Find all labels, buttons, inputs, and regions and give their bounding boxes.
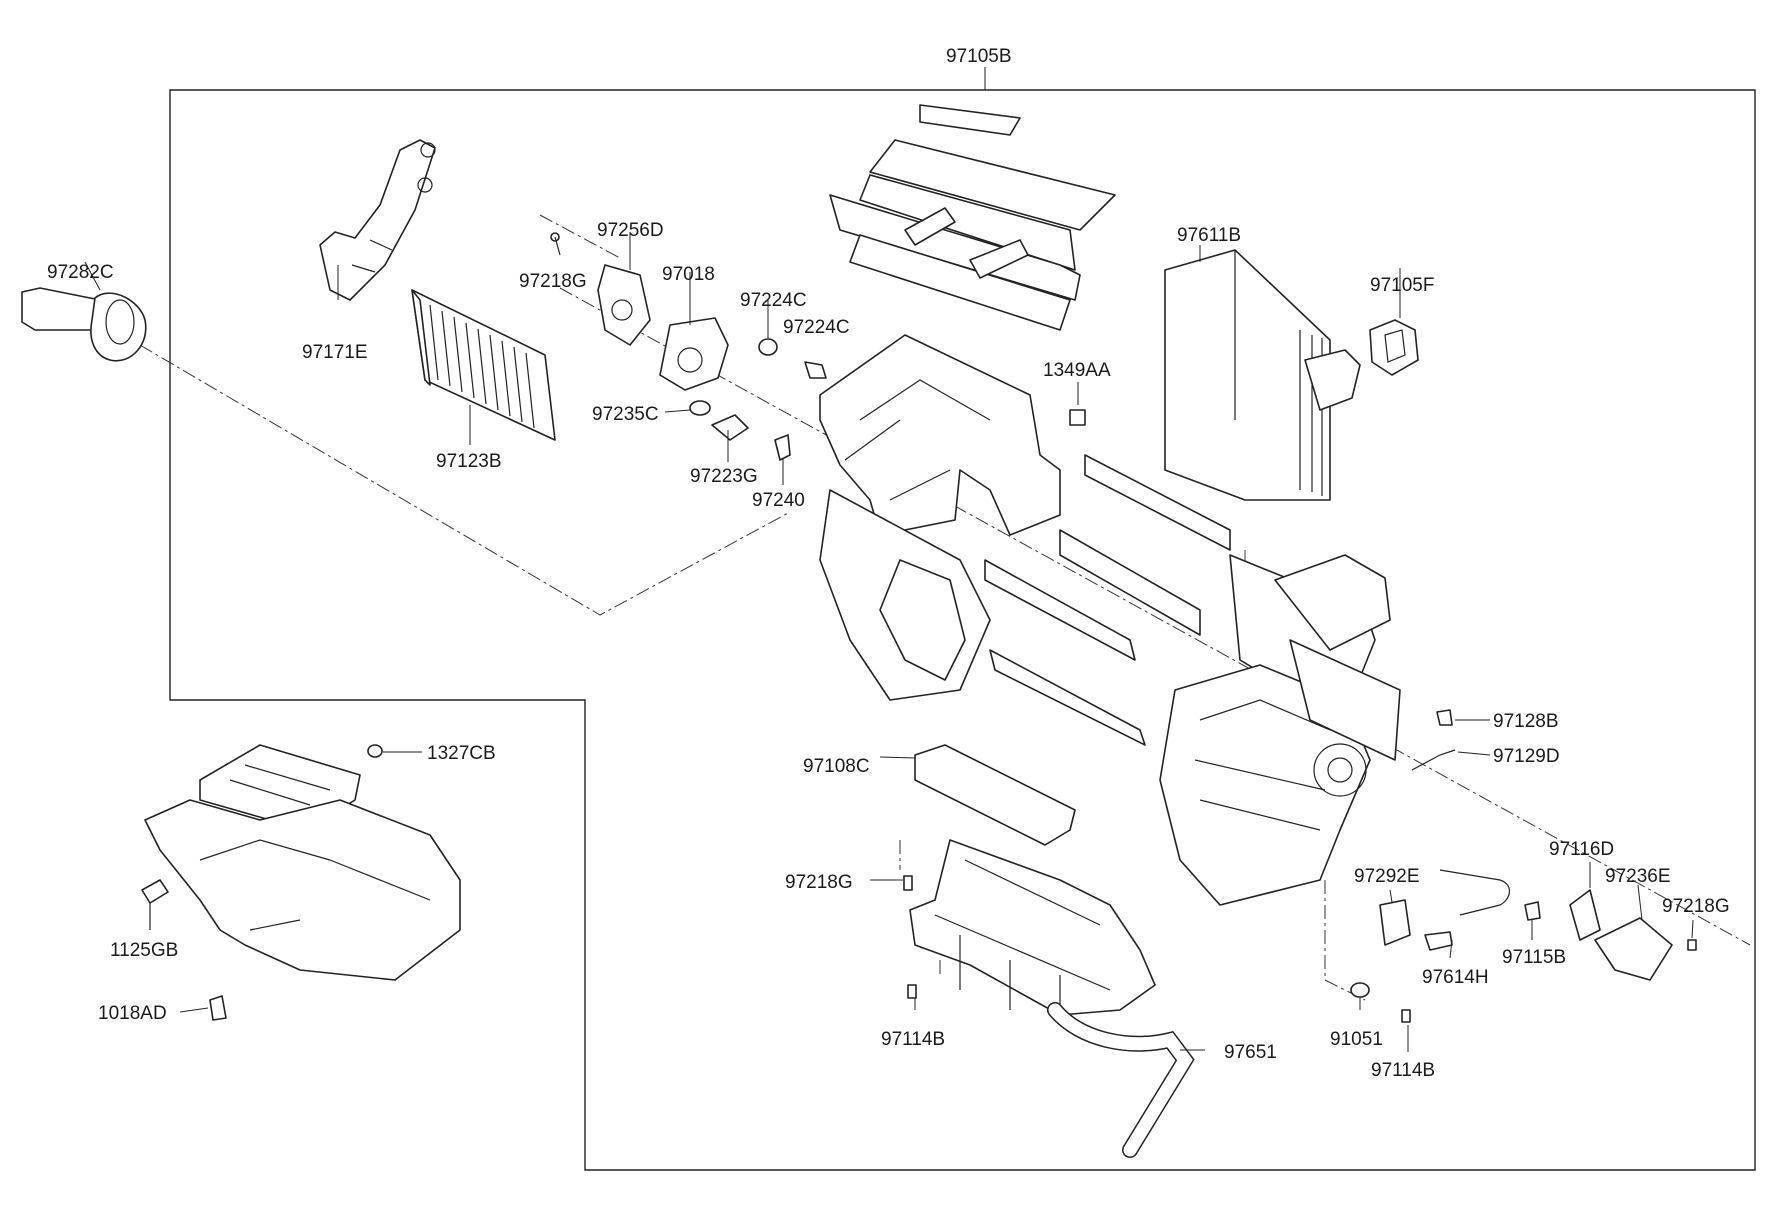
part-97651 [1047,1002,1205,1158]
assembly-frame [169,89,1756,1171]
axis-line [539,214,621,259]
part-97236e [1594,884,1673,981]
label-1349aa: 1349AA [1043,360,1111,381]
part-97614h [1424,869,1510,959]
label-97235c: 97235C [592,404,659,425]
label-97105f: 97105F [1370,275,1434,296]
label-91051: 91051 [1330,1029,1383,1050]
label-97218g-mid: 97218G [785,872,853,893]
label-97224c-a: 97224C [740,290,807,311]
part-97105b-filter [829,104,1116,331]
label-97224c-b: 97224C [783,317,850,338]
part-heater-pipes [394,164,586,303]
part-97123b [411,289,556,445]
part-97218g-screw [870,875,913,891]
label-97236e: 97236E [1605,866,1671,887]
label-97611b: 97611B [1177,225,1241,246]
part-lower-case [909,839,1156,1016]
part-97240 [774,434,791,485]
part-97115b [1524,901,1541,940]
label-97129d: 97129D [1493,746,1560,767]
part-97171e [319,139,436,301]
part-97018 [659,272,729,391]
part-97292e [1379,889,1411,946]
part-91051 [1350,982,1370,1010]
label-97223g: 97223G [690,466,758,487]
label-97282c: 97282C [47,262,114,283]
part-97282c [21,261,147,362]
axis-line [139,344,791,616]
label-1125gb: 1125GB [110,940,178,961]
part-97116d [1569,862,1601,941]
label-97256d: 97256D [597,220,664,241]
part-97114b-screw-right [1401,1009,1411,1052]
label-97123b: 97123B [436,451,502,472]
part-97218g-screw-right [1687,919,1697,951]
part-97235c [664,400,711,416]
axis-line [559,287,1751,946]
label-97171e: 97171E [302,342,368,363]
label-97614h: 97614H [1422,967,1489,988]
part-97108c [879,744,1076,846]
label-1327cb: 1327CB [427,743,496,764]
label-97128b: 97128B [1493,711,1559,732]
label-97218g-right: 97218G [1662,896,1730,917]
label-97218g-top: 97218G [519,271,587,292]
label-97018: 97018 [662,264,715,285]
label-97114b-left: 97114B [881,1029,945,1050]
label-97114b-right: 97114B [1371,1060,1435,1081]
part-97105f [1369,268,1419,376]
inset-assembly [141,744,461,1021]
label-97116d: 97116D [1549,839,1614,860]
part-97611b [1164,245,1361,501]
part-1349aa [1069,382,1086,426]
part-97129d [1411,749,1491,771]
label-1018ad: 1018AD [98,1003,167,1024]
label-97115b: 97115B [1502,947,1566,968]
label-97108c: 97108C [803,756,870,777]
part-97114b-screw [907,984,917,1010]
label-97105b: 97105B [946,46,1012,67]
part-main-case [819,334,1401,906]
part-97224c [758,300,827,379]
part-97223g [711,414,749,462]
part-97256d [550,232,651,346]
label-97292e: 97292E [1354,866,1420,887]
part-97128b [1436,709,1490,726]
label-97240: 97240 [752,490,805,511]
label-97651: 97651 [1224,1042,1277,1063]
